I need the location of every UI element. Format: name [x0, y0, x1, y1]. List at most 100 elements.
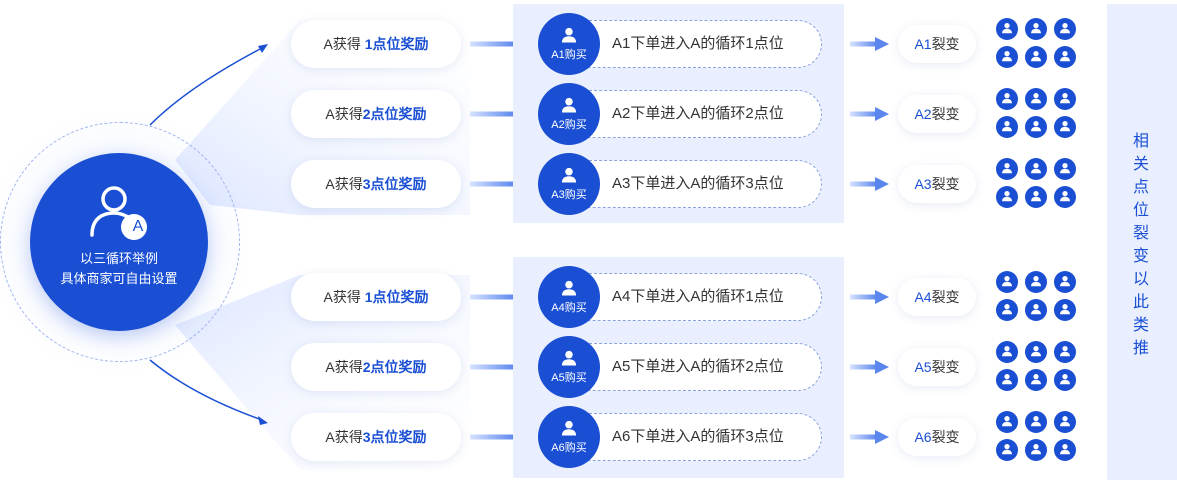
- split-label: 裂变: [931, 36, 960, 52]
- user-icon: [996, 88, 1018, 110]
- user-icon: [559, 95, 579, 120]
- split-id: A5: [914, 359, 932, 375]
- user-icon: [1025, 46, 1047, 68]
- split-label: 裂变: [931, 106, 960, 122]
- user-icon: [559, 165, 579, 190]
- reward-pill: A获得2点位奖励: [291, 90, 461, 138]
- user-icon: [996, 439, 1018, 461]
- reward-pill: A获得3点位奖励: [291, 160, 461, 208]
- user-icon: [1025, 158, 1047, 180]
- reward-highlight: 2点位奖励: [362, 359, 427, 375]
- buyer-circle: A4购买: [538, 266, 600, 328]
- user-icon: [996, 158, 1018, 180]
- buyer-label: A1购买: [551, 49, 587, 61]
- split-pill: A5裂变: [898, 348, 976, 386]
- hub-badge-letter: A: [132, 218, 144, 235]
- user-icon: [1054, 88, 1076, 110]
- buyer-label: A6购买: [551, 442, 587, 454]
- user-icon: [1054, 158, 1076, 180]
- hub-circle: A 以三循环举例 具体商家可自由设置: [30, 153, 208, 331]
- user-icon: [1025, 116, 1047, 138]
- user-icon: [1025, 186, 1047, 208]
- user-icon: [559, 25, 579, 50]
- hub-caption-line1: 以三循环举例: [79, 251, 158, 266]
- hub-caption: 以三循环举例 具体商家可自由设置: [30, 249, 208, 289]
- buyer-label: A2购买: [551, 119, 587, 131]
- split-id: A2: [914, 106, 932, 122]
- user-icon: [996, 186, 1018, 208]
- split-id: A1: [914, 36, 932, 52]
- user-icon: [996, 271, 1018, 293]
- split-user-grid: [996, 88, 1080, 140]
- reward-prefix: A获得: [325, 176, 363, 192]
- split-pill: A1裂变: [898, 25, 976, 63]
- hub-dashed-ring: [0, 122, 240, 362]
- buyer-label: A4购买: [551, 302, 587, 314]
- reward-pill: A获得2点位奖励: [291, 343, 461, 391]
- user-icon: [1054, 369, 1076, 391]
- user-outline-icon: [90, 186, 147, 240]
- split-user-grid: [996, 271, 1080, 323]
- user-icon: [559, 348, 579, 373]
- order-text: A2下单进入A的循环2点位: [612, 105, 784, 122]
- split-pill: A3裂变: [898, 165, 976, 203]
- reward-pill: A获得3点位奖励: [291, 413, 461, 461]
- side-note: 相关点位裂变以此类推: [1132, 133, 1149, 357]
- reward-prefix: A获得: [323, 289, 365, 305]
- split-user-grid: [996, 18, 1080, 70]
- user-icon: [1025, 271, 1047, 293]
- split-user-grid: [996, 411, 1080, 463]
- user-icon: [996, 341, 1018, 363]
- reward-pill: A获得 1点位奖励: [291, 273, 461, 321]
- user-icon: [1054, 46, 1076, 68]
- arrow-right-icon: [850, 290, 889, 304]
- user-icon: [1054, 18, 1076, 40]
- buyer-circle: A1购买: [538, 13, 600, 75]
- user-icon: [996, 116, 1018, 138]
- split-pill: A2裂变: [898, 95, 976, 133]
- split-pill: A4裂变: [898, 278, 976, 316]
- user-icon: [1054, 116, 1076, 138]
- user-icon: [1054, 439, 1076, 461]
- curve-arrow-top: [149, 47, 263, 126]
- arrow-right-icon: [850, 177, 889, 191]
- buyer-circle: A6购买: [538, 406, 600, 468]
- split-label: 裂变: [931, 429, 960, 445]
- order-text: A6下单进入A的循环3点位: [612, 428, 784, 445]
- split-id: A4: [914, 289, 932, 305]
- curve-arrow-bottom: [149, 359, 263, 421]
- split-id: A6: [914, 429, 932, 445]
- order-text: A3下单进入A的循环3点位: [612, 175, 784, 192]
- user-icon: [1025, 439, 1047, 461]
- reward-prefix: A获得: [323, 36, 365, 52]
- order-text: A1下单进入A的循环1点位: [612, 35, 784, 52]
- curve-arrowhead-top: [258, 44, 268, 53]
- buyer-label: A5购买: [551, 372, 587, 384]
- user-icon: [996, 369, 1018, 391]
- user-icon: [1054, 341, 1076, 363]
- reward-prefix: A获得: [325, 106, 363, 122]
- arrow-right-icon: [850, 107, 889, 121]
- arrow-right-icon: [850, 430, 889, 444]
- user-icon: [1054, 299, 1076, 321]
- user-icon: [1025, 369, 1047, 391]
- hub-caption-line2: 具体商家可自由设置: [60, 271, 178, 286]
- reward-highlight: 3点位奖励: [362, 429, 427, 445]
- user-icon: [1054, 411, 1076, 433]
- buyer-circle: A2购买: [538, 83, 600, 145]
- user-icon: [1054, 186, 1076, 208]
- split-user-grid: [996, 341, 1080, 393]
- buyer-circle: A5购买: [538, 336, 600, 398]
- split-label: 裂变: [931, 176, 960, 192]
- user-icon: [1025, 341, 1047, 363]
- reward-highlight: 3点位奖励: [362, 176, 427, 192]
- reward-prefix: A获得: [325, 359, 363, 375]
- split-label: 裂变: [931, 359, 960, 375]
- user-icon: [559, 278, 579, 303]
- arrow-right-icon: [850, 37, 889, 51]
- user-icon: [1054, 271, 1076, 293]
- split-id: A3: [914, 176, 932, 192]
- user-icon: [996, 18, 1018, 40]
- user-icon: [559, 418, 579, 443]
- user-icon: [1025, 88, 1047, 110]
